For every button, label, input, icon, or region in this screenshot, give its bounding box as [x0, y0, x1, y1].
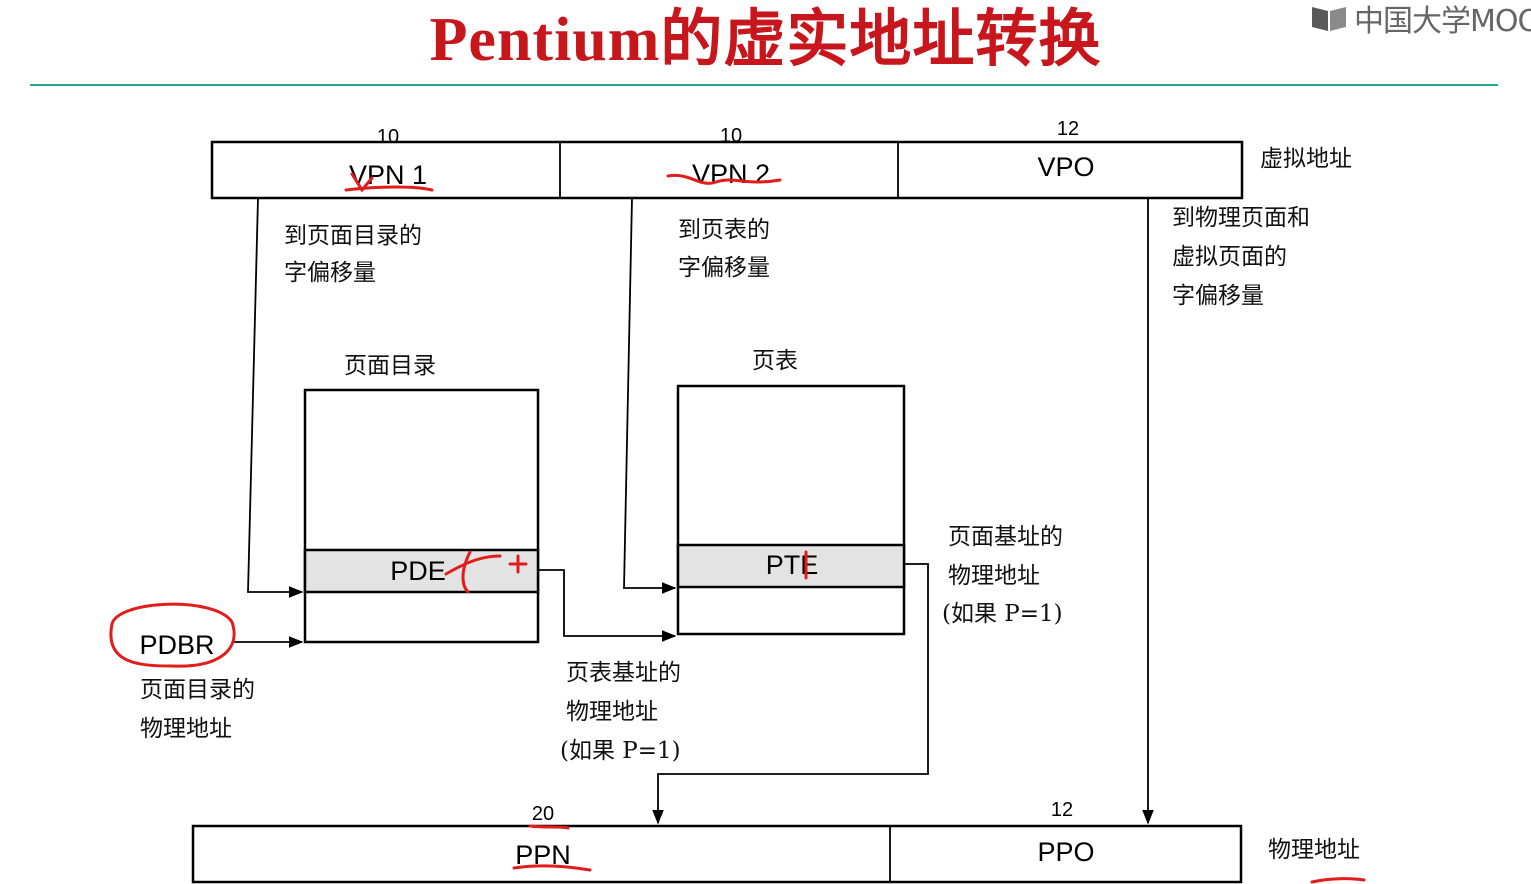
page-base-line3: (如果 P=1) [942, 601, 1063, 627]
vpo-offset-line1: 到物理页面和 [1172, 205, 1310, 231]
mooc-logo: 中国大学MOOC [1310, 0, 1531, 39]
ppn-underline [512, 864, 592, 872]
vpn2-bits: 10 [720, 125, 742, 147]
pt-base-line1: 页表基址的 [566, 660, 681, 686]
vpn1-field: VPN 1 [349, 160, 427, 190]
physical-label-underline [1310, 877, 1366, 884]
pte-entry [676, 543, 906, 589]
vpn2-scribble [666, 173, 782, 185]
red-annotations [109, 172, 1366, 884]
page-table-title: 页表 [752, 348, 798, 374]
pdbr-circle [109, 602, 236, 668]
page-table: PTE [676, 384, 906, 636]
virtual-address-bar: 10 10 12 VPN 1 VPN 2 VPO [210, 118, 1244, 200]
pde-to-table-arrow [538, 569, 677, 642]
pt-base-line2: 物理地址 [566, 699, 658, 725]
physical-address-bar: 20 12 PPN PPO [191, 799, 1243, 884]
vpn2-to-pte-arrow [623, 197, 677, 594]
vpn1-bits: 10 [377, 126, 399, 148]
vpn1-underline [344, 185, 434, 192]
pdbr-desc-line2: 物理地址 [140, 716, 232, 742]
title-divider [30, 84, 1498, 86]
vpo-field: VPO [1037, 152, 1094, 182]
ppn-bits: 20 [532, 803, 554, 825]
ppn-bits-underline [528, 824, 570, 830]
pte-label: PTE [766, 550, 819, 580]
virtual-address-label: 虚拟地址 [1260, 146, 1352, 172]
pdbr-label: PDBR [139, 630, 214, 660]
page-base-line2: 物理地址 [948, 563, 1040, 589]
ppo-bits: 12 [1051, 799, 1073, 821]
page-directory: PDE [303, 388, 540, 644]
vpo-offset-line3: 字偏移量 [1172, 283, 1264, 309]
page-base-line1: 页面基址的 [948, 524, 1063, 550]
vpn2-offset-line2: 字偏移量 [678, 255, 770, 281]
pte-to-ppn-arrow [652, 563, 929, 825]
pde-strike [444, 554, 502, 576]
book-icon [1312, 7, 1346, 31]
vpo-offset-line2: 虚拟页面的 [1172, 244, 1287, 270]
pde-tick [461, 550, 472, 594]
vpn1-offset-line2: 字偏移量 [284, 260, 376, 286]
slide-title: Pentium的虚实地址转换 [429, 6, 1102, 74]
physical-address-label: 物理地址 [1268, 837, 1360, 863]
plus-icon [508, 554, 528, 574]
page-directory-title: 页面目录 [344, 353, 436, 379]
vpn1-to-pde-arrow [247, 197, 304, 598]
vpo-bits: 12 [1057, 118, 1079, 140]
vpn2-offset-line1: 到页表的 [678, 217, 770, 243]
ppo-field: PPO [1037, 837, 1094, 867]
pdbr-desc-line1: 页面目录的 [140, 677, 255, 703]
vpn1-checkmark [350, 172, 374, 193]
pde-label: PDE [390, 556, 446, 586]
pt-base-line3: (如果 P=1) [560, 738, 681, 764]
vpn2-field: VPN 2 [692, 159, 770, 189]
vpn1-offset-line1: 到页面目录的 [284, 223, 422, 249]
logo-text: 中国大学MOOC [1354, 4, 1531, 39]
